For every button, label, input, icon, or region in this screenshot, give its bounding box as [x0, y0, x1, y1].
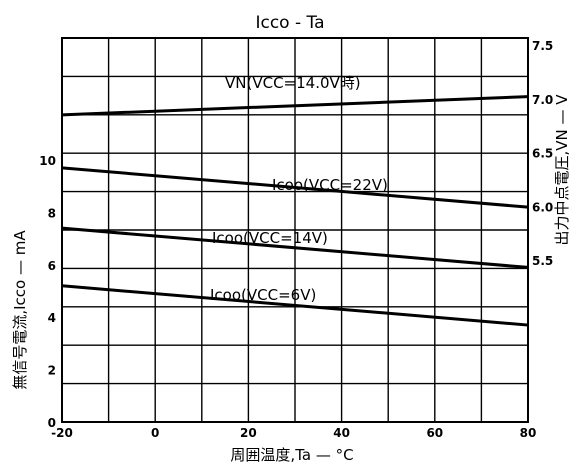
y-tick-label-left: 10 — [39, 154, 56, 168]
y-tick-label-right: 6.0 — [532, 200, 553, 214]
y-tick-label-right: 7.5 — [532, 39, 553, 53]
y-tick-label-right: 7.0 — [532, 93, 553, 107]
series-line — [61, 166, 529, 209]
y-tick-label-left: 6 — [48, 259, 56, 273]
x-tick-label: 40 — [333, 426, 350, 440]
series-layer — [61, 95, 529, 327]
series-line — [61, 284, 529, 327]
y-axis-label-right: 出力中点電圧,VN — V — [553, 94, 571, 246]
series-line — [61, 95, 529, 117]
x-tick-label: 20 — [240, 426, 257, 440]
x-tick-label: 0 — [151, 426, 159, 440]
series-line — [61, 226, 529, 269]
x-tick-label: -20 — [51, 426, 73, 440]
y-tick-label-left: 0 — [48, 416, 56, 430]
y-axis-label-left: 無信号電流,Icco — mA — [11, 230, 29, 390]
y-tick-label-left: 2 — [48, 364, 56, 378]
x-tick-label: 60 — [426, 426, 443, 440]
series-label: VN(VCC=14.0V時) — [225, 74, 361, 92]
plot-frame — [61, 37, 529, 423]
grid — [62, 38, 528, 422]
series-labels: VN(VCC=14.0V時) Icoo(VCC=22V) Icoo(VCC=14V)… — [210, 74, 388, 304]
x-tick-label: 80 — [520, 426, 537, 440]
y-tick-label-left: 4 — [48, 311, 56, 325]
chart-title: Icco - Ta — [255, 13, 324, 33]
series-label: Icoo(VCC=22V) — [272, 176, 388, 194]
series-label: Icoo(VCC=6V) — [210, 286, 316, 304]
y-tick-label-right: 5.5 — [532, 254, 553, 268]
y-tick-label-right: 6.5 — [532, 147, 553, 161]
y-tick-label-left: 8 — [48, 206, 56, 220]
x-axis-label: 周囲温度,Ta — °C — [230, 446, 353, 464]
series-label: Icoo(VCC=14V) — [212, 229, 328, 247]
